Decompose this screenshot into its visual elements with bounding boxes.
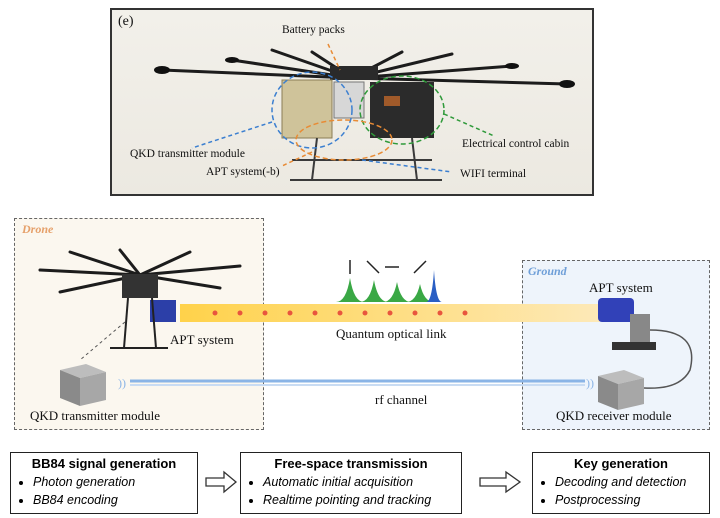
qkd-receiver-module-label: QKD receiver module <box>556 408 672 423</box>
process-title: Free-space transmission <box>274 456 428 471</box>
quantum-link-label: Quantum optical link <box>336 326 447 341</box>
process-arrows <box>205 470 522 494</box>
wifi-terminal-label: WIFI terminal <box>460 168 527 180</box>
electrical-control-cabin-label: Electrical control cabin <box>462 138 570 150</box>
schematic-drone <box>38 248 242 349</box>
polarization-arrows <box>349 260 427 274</box>
process-title: BB84 signal generation <box>31 456 177 471</box>
rf-channel-label: rf channel <box>375 392 428 407</box>
process-item: Decoding and detection <box>555 473 709 491</box>
panel-label: (e) <box>118 14 134 29</box>
rf-emit-icon: )) <box>118 376 126 390</box>
process-title: Key generation <box>574 456 668 471</box>
rf-receive-icon: )) <box>586 376 594 390</box>
right-arrow-icon <box>479 470 522 494</box>
photon-pulses <box>336 270 442 302</box>
qkd-transmitter-cube <box>60 364 106 406</box>
qkd-transmitter-label: QKD transmitter module <box>130 148 245 160</box>
drone-apt-label: APT system <box>170 332 234 347</box>
process-step-key-generation: Key generation Decoding and detection Po… <box>532 452 710 514</box>
drone-photo-panel: (e) Battery packs QKD transmitter module… <box>110 8 594 196</box>
qkd-transmitter-module-label: QKD transmitter module <box>30 408 160 423</box>
ground-apt-label: APT system <box>589 280 653 295</box>
apt-system-label: APT system(-b) <box>206 166 280 178</box>
process-item: Automatic initial acquisition <box>263 473 461 491</box>
drone-title: Drone <box>22 222 54 236</box>
process-item: Photon generation <box>33 473 197 491</box>
process-item: BB84 encoding <box>33 491 197 509</box>
ground-title: Ground <box>528 264 567 278</box>
battery-packs-label: Battery packs <box>282 24 345 36</box>
beam-photons <box>212 310 468 316</box>
process-step-signal-generation: BB84 signal generation Photon generation… <box>10 452 198 514</box>
right-arrow-icon <box>205 470 238 494</box>
drone-photo-illustration <box>154 43 575 181</box>
schematic-illustration: )) )) <box>38 248 693 410</box>
process-step-free-space-transmission: Free-space transmission Automatic initia… <box>240 452 462 514</box>
process-item: Postprocessing <box>555 491 709 509</box>
process-item: Realtime pointing and tracking <box>263 491 461 509</box>
qkd-receiver-cube <box>598 370 644 410</box>
ground-apt-telescope <box>598 298 693 389</box>
drone-region <box>14 218 264 430</box>
